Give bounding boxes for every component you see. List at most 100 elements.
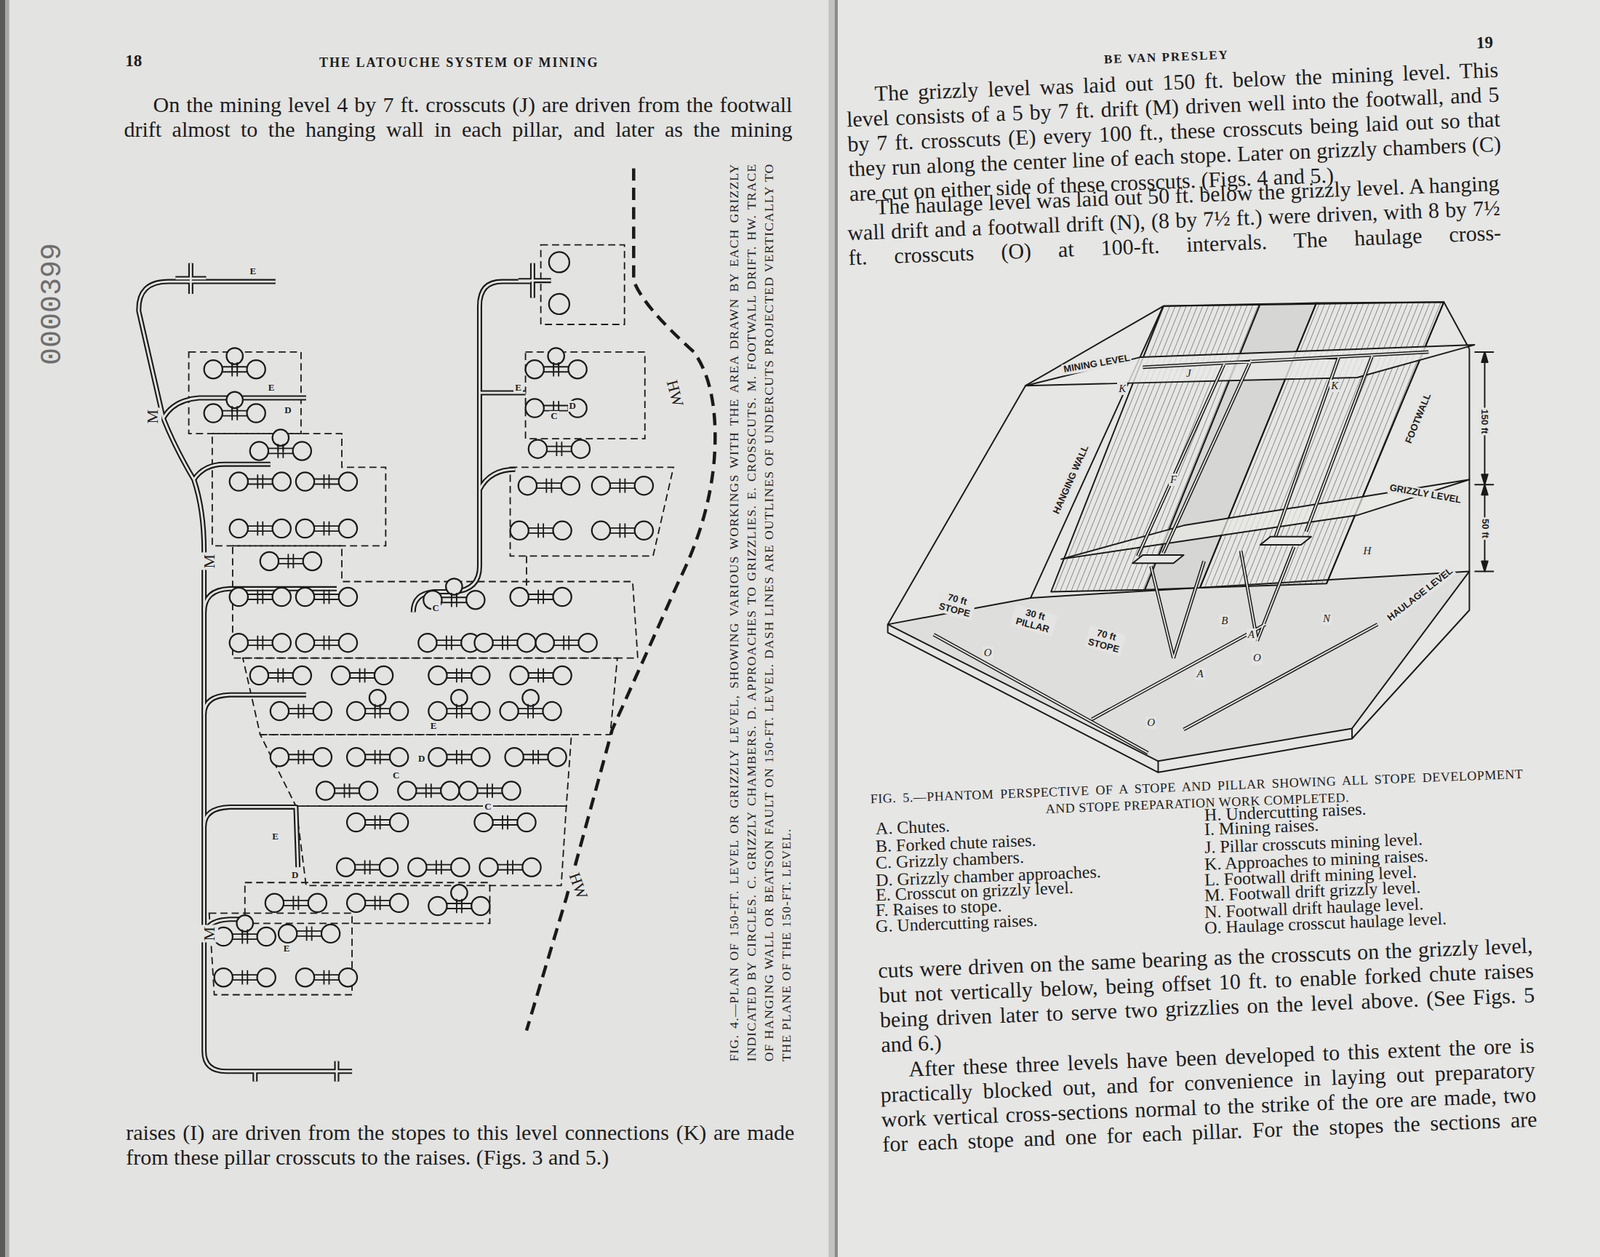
stope-perspective: [888, 301, 1494, 773]
grizzly-symbol: [270, 701, 332, 720]
figure-label: 30 ft PILLAR: [1010, 604, 1058, 637]
archive-stamp: 0000399: [36, 242, 70, 366]
callout-letter: H: [1362, 544, 1374, 558]
grizzly-symbol: [296, 519, 358, 538]
grizzly-symbol: [346, 813, 408, 832]
figure-label: C: [549, 410, 559, 422]
figure-label: D: [290, 869, 300, 881]
undercut-outlines: [189, 245, 674, 995]
grizzly-symbol: [428, 747, 490, 766]
figure-label: C: [391, 770, 401, 782]
undercut-outline: [260, 734, 572, 806]
figure-label: 150 ft: [1479, 407, 1491, 435]
grizzly-symbol: [214, 914, 276, 946]
grizzly-symbol: [296, 968, 358, 987]
figure-label: E: [248, 266, 258, 278]
figure-label: D: [282, 405, 293, 416]
body-text: On the mining level 4 by 7 ft. crosscuts…: [123, 92, 792, 142]
figure-label: 70 ft STOPE: [1084, 625, 1126, 656]
grizzly-symbol: [229, 587, 291, 606]
grizzly-symbol: [204, 392, 266, 423]
grizzly-symbol: [229, 633, 291, 652]
grizzly-symbol: [505, 747, 567, 766]
grizzly-symbol: [397, 781, 459, 800]
grizzly-symbol: [296, 472, 358, 491]
callout-letter: K: [1329, 379, 1340, 392]
undercut-outline: [296, 805, 567, 886]
grizzly-symbol: [525, 347, 587, 379]
grizzly-symbol: [229, 519, 291, 538]
grizzly-symbol: [260, 552, 322, 571]
grizzly-symbol: [408, 858, 470, 877]
callout-letter: A: [1246, 628, 1256, 641]
figure-label: E: [266, 382, 277, 394]
figure-caption: FIG. 4.—PLAN OF 150-FT. LEVEL OR GRIZZLY…: [725, 162, 795, 1062]
callout-letter: B: [1219, 614, 1230, 627]
page-edge: [0, 0, 6, 1257]
figure-label: HW: [565, 869, 593, 904]
figure-label: MINING LEVEL: [1061, 352, 1134, 376]
undercut-outline: [541, 245, 625, 325]
figure-label: FOOTWALL: [1402, 390, 1435, 447]
body-text: raises (I) are driven from the stopes to…: [125, 1120, 795, 1170]
callout-letter: J: [1184, 367, 1193, 380]
grizzly-symbol: [265, 893, 327, 912]
grizzly-symbol: [474, 633, 536, 652]
grizzly-symbol: [428, 689, 490, 720]
grizzly-symbol: [428, 666, 490, 685]
figure-label: M: [144, 408, 163, 426]
grizzly-symbol: [336, 858, 398, 877]
page-edge: [5, 0, 10, 1257]
stope-body: [1200, 301, 1444, 588]
callout-letter: K: [1117, 382, 1128, 395]
figure-label: 50 ft: [1479, 517, 1491, 540]
grizzly-symbol: [331, 666, 393, 685]
gutter-shadow: [828, 0, 835, 1257]
plan-figure: [138, 168, 716, 1081]
haulage-floor: [888, 570, 1470, 761]
grizzly-symbol: [250, 666, 312, 685]
callout-letter: O: [1145, 716, 1157, 729]
figure-label: HW: [662, 376, 688, 410]
grizzly-level-plane: [1061, 479, 1470, 559]
grizzly-symbol: [592, 476, 654, 495]
drift-fill: [138, 263, 552, 1082]
grizzly-symbol: [510, 521, 572, 540]
figure-label: D: [568, 400, 578, 412]
undercut-outline: [245, 882, 491, 923]
figure-label: E: [270, 831, 280, 843]
figure-caption: FIG. 5.—PHANTOM PERSPECTIVE OF A STOPE A…: [869, 765, 1524, 824]
figure-label: HANGING WALL: [1050, 442, 1093, 518]
grizzly-symbol: [479, 858, 541, 877]
figure-label: E: [429, 720, 439, 732]
grizzly-symbol: [316, 781, 378, 800]
grizzly-symbol: [346, 893, 408, 912]
grizzly-symbol: [296, 587, 358, 606]
undercut-outline: [510, 466, 674, 556]
callout-letter: F: [1168, 473, 1179, 486]
undercut-outline: [232, 545, 638, 658]
figure-label: C: [431, 602, 441, 614]
figure-label: D: [416, 753, 427, 765]
grizzly-circle: [549, 293, 570, 315]
grizzly-symbol: [510, 587, 572, 606]
gutter-line: [834, 0, 838, 1257]
page-number: 18: [125, 51, 142, 71]
grizzly-symbol: [528, 440, 590, 459]
figure-label: M: [200, 925, 219, 943]
grizzly-symbol: [250, 429, 312, 460]
grizzly-symbol: [346, 747, 408, 766]
callout-letter: O: [1251, 651, 1263, 664]
raise-outline: [933, 352, 1429, 753]
body-text: After these three levels have been devel…: [878, 1032, 1537, 1157]
figure-label: HAULAGE LEVEL: [1384, 565, 1457, 625]
grizzly-symbol: [296, 633, 358, 652]
page-number: 19: [1475, 32, 1494, 53]
grizzly-symbol: [346, 689, 408, 720]
grizzly-symbol: [278, 924, 340, 943]
undercut-outline: [209, 912, 352, 995]
grizzly-circle: [549, 251, 570, 272]
grizzly-symbol: [510, 666, 572, 685]
